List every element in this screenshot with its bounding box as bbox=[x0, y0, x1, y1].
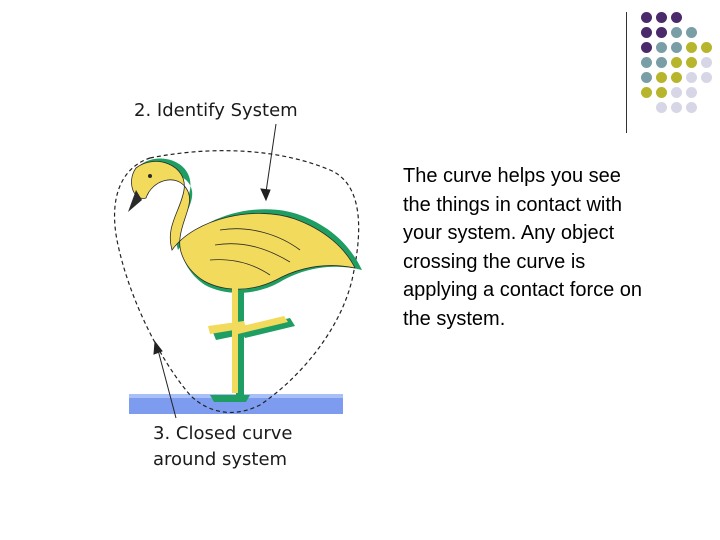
label-closed-curve-line1: 3. Closed curve bbox=[153, 423, 293, 444]
decor-dot bbox=[641, 12, 652, 23]
decor-dot bbox=[701, 72, 712, 83]
decor-dot bbox=[641, 72, 652, 83]
divider-line bbox=[626, 12, 627, 133]
decor-dot bbox=[641, 42, 652, 53]
flamingo-body bbox=[131, 161, 356, 393]
decor-dot bbox=[641, 87, 652, 98]
decor-dot bbox=[656, 27, 667, 38]
decor-dot bbox=[641, 27, 652, 38]
ground-strip bbox=[129, 394, 343, 414]
decor-dot bbox=[686, 72, 697, 83]
decor-dot bbox=[671, 72, 682, 83]
decor-dot bbox=[656, 42, 667, 53]
decor-dot bbox=[671, 57, 682, 68]
decor-dot bbox=[656, 72, 667, 83]
decor-dot bbox=[671, 87, 682, 98]
decor-dot bbox=[641, 57, 652, 68]
decor-dot bbox=[671, 102, 682, 113]
decor-dot bbox=[686, 27, 697, 38]
decor-dot bbox=[686, 102, 697, 113]
explanation-text: The curve helps you see the things in co… bbox=[403, 165, 643, 330]
arrow-identify-system bbox=[260, 123, 277, 202]
decor-dot bbox=[671, 42, 682, 53]
decor-dot bbox=[656, 12, 667, 23]
arrow-closed-curve bbox=[153, 340, 177, 419]
decor-dot bbox=[686, 87, 697, 98]
decor-dot bbox=[671, 27, 682, 38]
label-identify-system: 2. Identify System bbox=[134, 100, 298, 121]
label-closed-curve: 3. Closed curve around system bbox=[153, 421, 293, 473]
decor-dot bbox=[656, 57, 667, 68]
decor-dot bbox=[656, 102, 667, 113]
decor-dot bbox=[686, 57, 697, 68]
decor-dot bbox=[701, 57, 712, 68]
decor-dot bbox=[656, 87, 667, 98]
decor-dot bbox=[671, 12, 682, 23]
decor-dot bbox=[686, 42, 697, 53]
closed-curve bbox=[114, 150, 360, 413]
label-closed-curve-line2: around system bbox=[153, 449, 288, 470]
decor-dot bbox=[701, 42, 712, 53]
